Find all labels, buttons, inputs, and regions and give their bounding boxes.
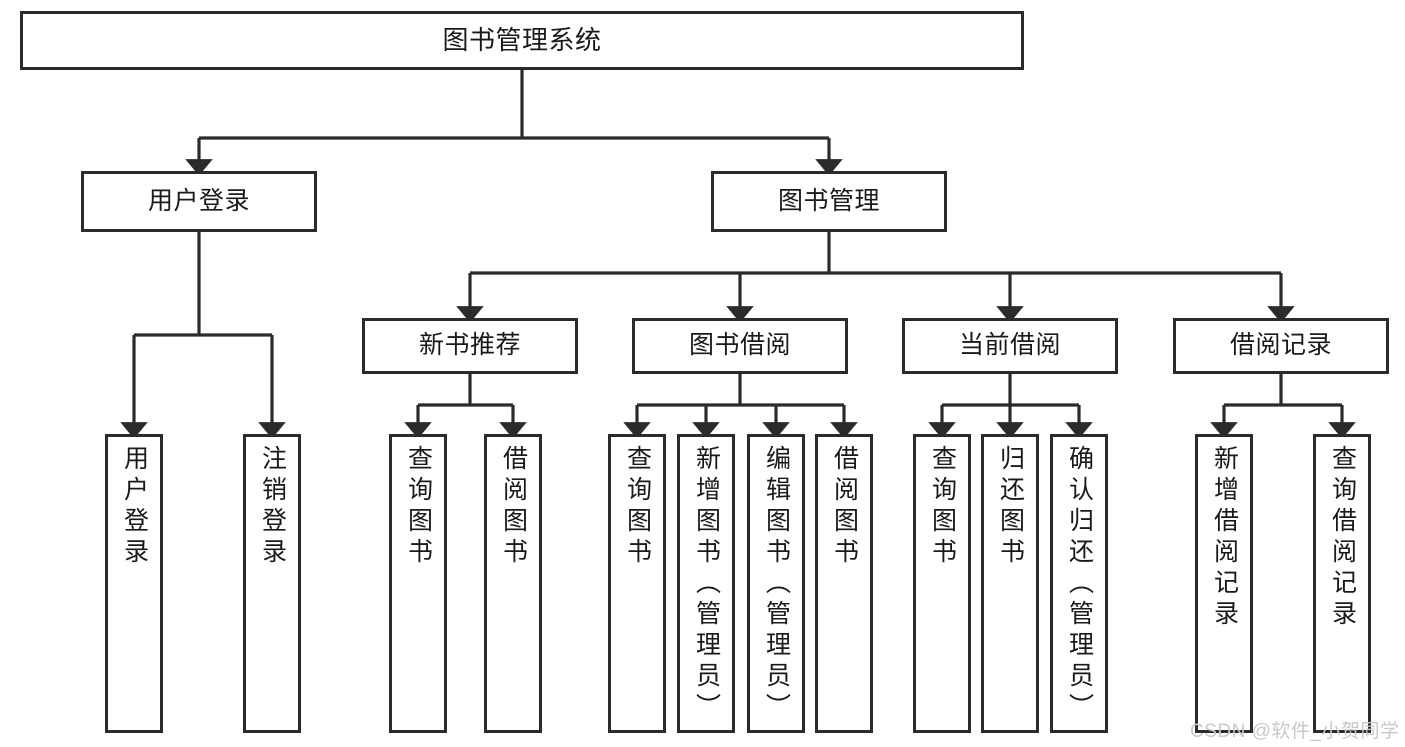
- watermark-text: CSDN @软件_小贺同学: [1190, 721, 1400, 742]
- leaf-query-borrow-record[interactable]: 查询借阅记录: [1313, 434, 1371, 733]
- leaf-borrow-book-label: 借阅图书: [830, 445, 859, 569]
- leaf-borrow-book-new-label: 借阅图书: [499, 445, 528, 569]
- node-new-book-recommend[interactable]: 新书推荐: [362, 318, 578, 374]
- leaf-add-borrow-record-label: 新增借阅记录: [1210, 445, 1239, 631]
- leaf-logout-label: 注销登录: [258, 445, 287, 569]
- node-root-label: 图书管理系统: [442, 25, 602, 56]
- leaf-add-book-admin-label: 新增图书（管理员）: [692, 445, 721, 724]
- node-book-borrow-label: 图书借阅: [688, 331, 791, 360]
- node-new-book-recommend-label: 新书推荐: [418, 331, 521, 360]
- leaf-borrow-book[interactable]: 借阅图书: [815, 434, 873, 733]
- leaf-query-borrow-record-label: 查询借阅记录: [1328, 445, 1357, 631]
- leaf-query-book-new[interactable]: 查询图书: [389, 434, 447, 733]
- leaf-confirm-return-admin[interactable]: 确认归还（管理员）: [1050, 434, 1108, 733]
- leaf-edit-book-admin-label: 编辑图书（管理员）: [762, 445, 791, 724]
- leaf-return-book-label: 归还图书: [996, 445, 1025, 569]
- leaf-logout[interactable]: 注销登录: [243, 434, 301, 733]
- leaf-edit-book-admin[interactable]: 编辑图书（管理员）: [747, 434, 805, 733]
- leaf-user-login[interactable]: 用户登录: [105, 434, 163, 733]
- node-current-borrow[interactable]: 当前借阅: [902, 318, 1118, 374]
- node-root[interactable]: 图书管理系统: [20, 11, 1024, 70]
- leaf-query-book-new-label: 查询图书: [404, 445, 433, 569]
- leaf-confirm-return-admin-label: 确认归还（管理员）: [1065, 445, 1094, 724]
- node-user-login-label: 用户登录: [147, 186, 250, 215]
- node-borrow-records-label: 借阅记录: [1229, 331, 1332, 360]
- leaf-user-login-label: 用户登录: [120, 445, 149, 569]
- leaf-add-book-admin[interactable]: 新增图书（管理员）: [677, 434, 735, 733]
- node-current-borrow-label: 当前借阅: [958, 331, 1061, 360]
- node-book-management[interactable]: 图书管理: [711, 171, 947, 232]
- leaf-add-borrow-record[interactable]: 新增借阅记录: [1195, 434, 1253, 733]
- leaf-query-book-borrow[interactable]: 查询图书: [608, 434, 666, 733]
- leaf-query-book-borrow-label: 查询图书: [623, 445, 652, 569]
- leaf-query-book-current-label: 查询图书: [928, 445, 957, 569]
- node-borrow-records[interactable]: 借阅记录: [1173, 318, 1389, 374]
- node-book-management-label: 图书管理: [777, 186, 880, 215]
- leaf-borrow-book-new[interactable]: 借阅图书: [484, 434, 542, 733]
- leaf-query-book-current[interactable]: 查询图书: [913, 434, 971, 733]
- node-book-borrow[interactable]: 图书借阅: [632, 318, 848, 374]
- node-user-login[interactable]: 用户登录: [81, 171, 317, 232]
- leaf-return-book[interactable]: 归还图书: [981, 434, 1039, 733]
